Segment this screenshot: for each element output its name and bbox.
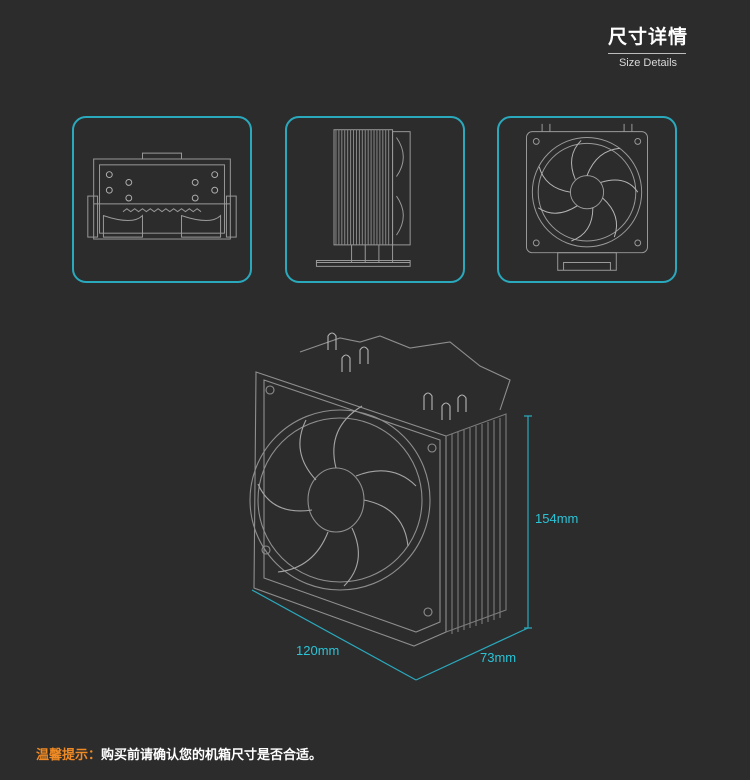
section-subtitle: Size Details: [618, 57, 678, 69]
depth-dimension-label: 73mm: [480, 650, 517, 665]
height-dimension-label: 154mm: [535, 511, 579, 526]
front-view-panel: [497, 116, 677, 283]
width-dimension-label: 120mm: [296, 643, 340, 658]
side-view-drawing: [315, 129, 411, 267]
top-view-drawing: [87, 152, 237, 240]
front-view-drawing: [525, 123, 649, 271]
note-text: 购买前请确认您的机箱尺寸是否合适。: [101, 748, 323, 763]
section-title: 尺寸详情: [607, 26, 688, 48]
section-header: 尺寸详情 Size Details: [607, 22, 688, 69]
top-view-panel: [72, 116, 252, 283]
note-label: 温馨提示：: [36, 748, 102, 763]
title-divider: [607, 53, 686, 54]
compatibility-note: 温馨提示：购买前请确认您的机箱尺寸是否合适。: [36, 744, 322, 763]
side-view-panel: [285, 116, 465, 283]
